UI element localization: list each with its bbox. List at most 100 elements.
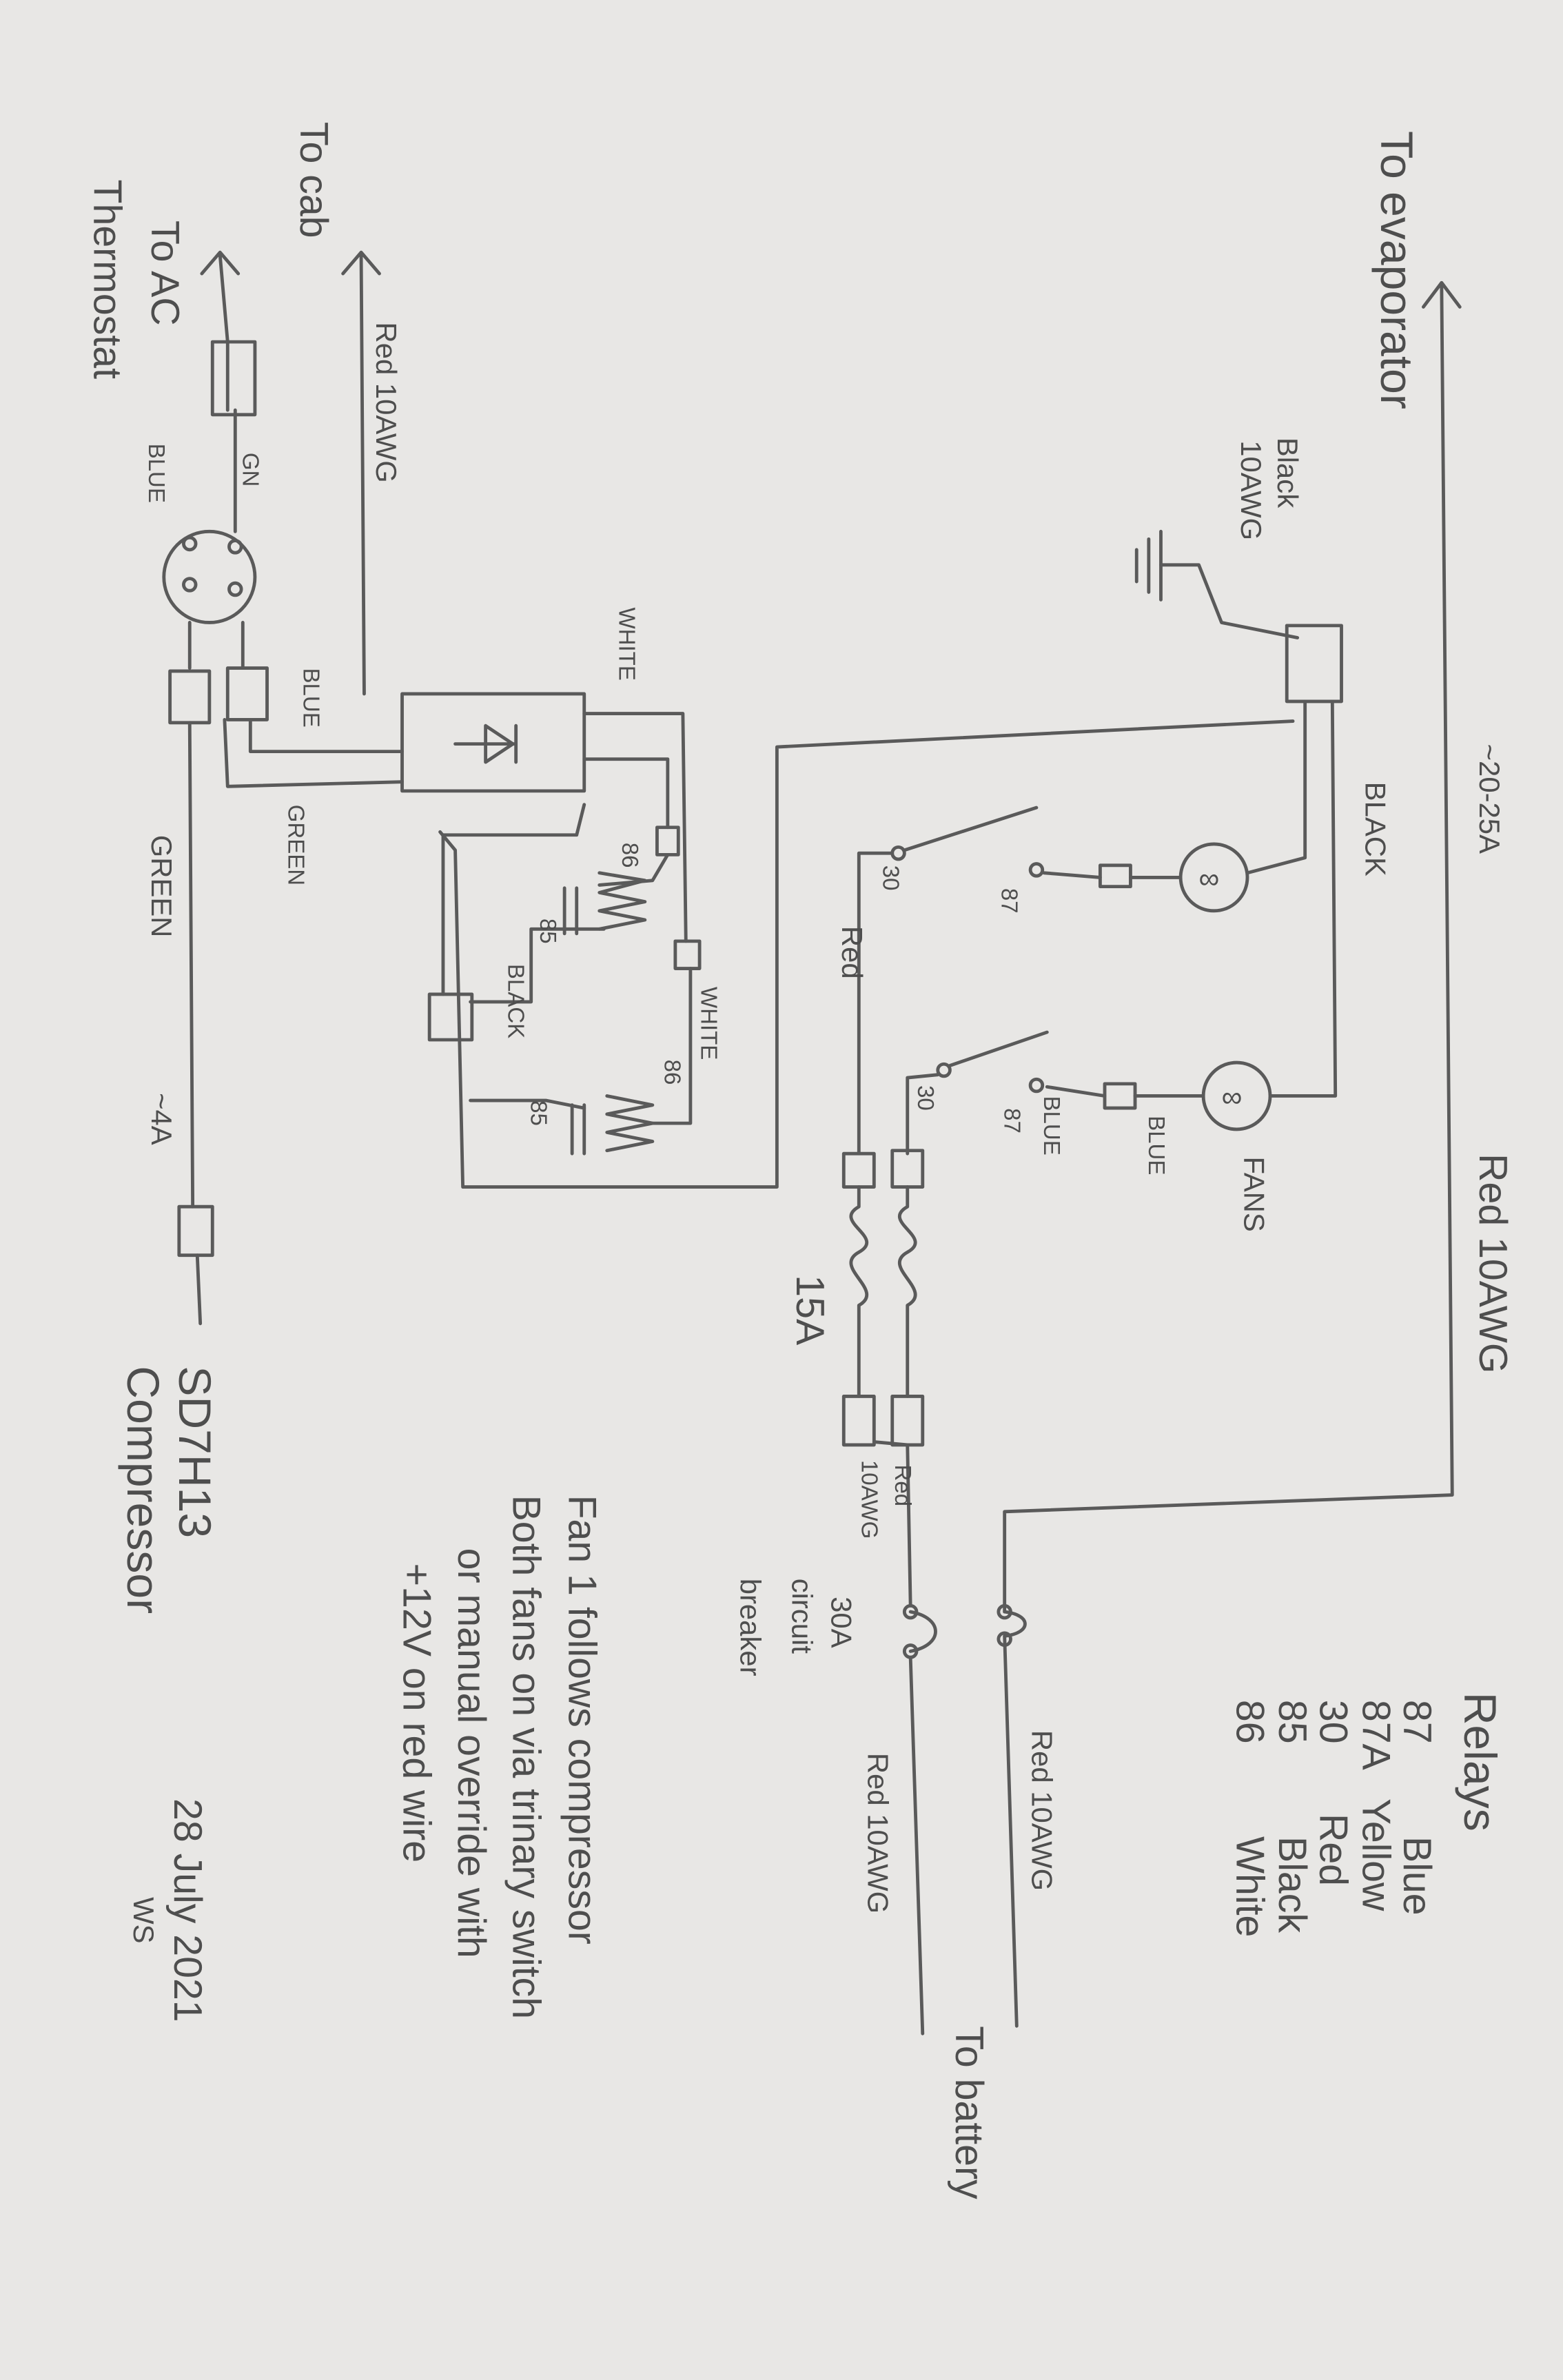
fan1-black-wire xyxy=(1245,699,1307,875)
relay2-30-terminal xyxy=(936,1062,952,1078)
relay-red-label: Red xyxy=(836,926,868,979)
breaker-feed-wire xyxy=(872,1440,912,1608)
compressor-label: Compressor xyxy=(118,1366,169,1614)
ground-wire xyxy=(1159,563,1300,639)
thermostat-wire xyxy=(218,254,237,533)
battery-fuse-link xyxy=(1003,1610,1027,1638)
black-label: BLACK xyxy=(1360,782,1392,876)
legend-pin: 87 xyxy=(1395,1700,1439,1744)
thermostat-connector xyxy=(210,340,257,417)
cab-arrow-icon xyxy=(341,250,381,276)
relay2-87-terminal xyxy=(1028,1077,1045,1094)
fan2-connector xyxy=(1103,1082,1137,1110)
fuse-15a-2-icon xyxy=(897,1185,917,1398)
trinary-terminal xyxy=(182,535,198,552)
wires: ∞ ∞ xyxy=(162,250,1462,2035)
fans-label: FANS xyxy=(1238,1157,1271,1232)
to-evaporator-label: To evaporator xyxy=(1371,131,1422,409)
fan-blue-label-2: BLUE xyxy=(1039,1096,1065,1155)
breaker-awg-label: 10AWG xyxy=(857,1460,883,1539)
legend-pin: 30 xyxy=(1311,1700,1356,1744)
diode-icon xyxy=(453,724,518,764)
cab-red-label: Red 10AWG xyxy=(370,322,402,482)
pin-85a-label: 85 xyxy=(535,919,561,944)
note-line-2: Both fans on via trinary switch xyxy=(504,1495,548,2020)
white-wires xyxy=(582,712,688,943)
battery-red-wire xyxy=(908,1655,925,2035)
fan-1-symbol: ∞ xyxy=(1199,862,1220,894)
fuse-15a-1-icon xyxy=(849,1185,869,1398)
trinary-leads xyxy=(187,621,245,670)
legend-row: 86 White xyxy=(1228,1700,1272,1938)
legend-row: 85 Black xyxy=(1270,1700,1314,1933)
breaker-rating-label: 30A xyxy=(826,1597,858,1648)
black-return-wire xyxy=(438,719,1295,1189)
compressor-lead xyxy=(195,1253,203,1326)
coil-black-label: BLACK xyxy=(504,964,529,1038)
legend-color: White xyxy=(1228,1836,1272,1937)
trinary-switch-icon xyxy=(162,529,257,624)
breaker-breaker-label: breaker xyxy=(735,1579,767,1676)
legend-row: 87A Yellow xyxy=(1353,1700,1398,1911)
note-line-4: +12V on red wire xyxy=(395,1563,439,1863)
legend-pin: 86 xyxy=(1228,1700,1272,1744)
green-label-1: GREEN xyxy=(283,805,309,885)
legend-color: Red xyxy=(1311,1814,1356,1886)
legend-row: 30 Red xyxy=(1311,1700,1356,1886)
notes: Fan 1 follows compressor Both fans on vi… xyxy=(395,1495,604,2020)
legend-color: Yellow xyxy=(1353,1798,1398,1911)
relay2-30-label: 30 xyxy=(913,1085,939,1111)
black-coil-wires xyxy=(441,803,606,1110)
fuse-15a-label: 15A xyxy=(788,1275,832,1346)
fan-2-symbol: ∞ xyxy=(1222,1080,1243,1113)
pin-86a-label: 86 xyxy=(617,843,643,868)
evap-red-label: Red 10AWG xyxy=(1471,1153,1515,1373)
relay2-red-wire xyxy=(906,1073,940,1156)
compressor-current-label: ~4A xyxy=(145,1093,178,1145)
fuse-terminal xyxy=(997,1631,1012,1648)
relay1-contact xyxy=(902,806,1039,852)
fan-blue-label-1: BLUE xyxy=(1144,1116,1169,1175)
evap-current-label: ~20-25A xyxy=(1473,744,1506,854)
legend-pin: 87A xyxy=(1353,1700,1398,1771)
fan2-black-wire xyxy=(1269,699,1338,1098)
breaker-circuit-label: circuit xyxy=(786,1579,818,1654)
fan1-blue-wire xyxy=(1042,871,1183,879)
to-ac-label: To AC xyxy=(143,220,187,326)
to-cab-label: To cab xyxy=(292,122,336,238)
coil-feed-wires xyxy=(597,852,693,1125)
relay2-86-connector xyxy=(673,939,702,970)
relay1-87-terminal xyxy=(1028,862,1045,878)
relay1-coil-icon xyxy=(562,871,647,936)
legend-pin: 85 xyxy=(1270,1700,1314,1744)
legend-row: 87 Blue xyxy=(1395,1700,1439,1916)
ground-awg-label: 10AWG xyxy=(1235,440,1267,540)
pin-86b-label: 86 xyxy=(660,1060,685,1085)
compressor-green-wire xyxy=(187,721,195,1209)
blue-green-wires xyxy=(223,717,404,788)
thermo-blue-label: BLUE xyxy=(144,444,170,503)
date-text: 28 July 2021 xyxy=(165,1798,210,2022)
evaporator-arrow-icon xyxy=(1421,280,1462,309)
thermostat-arrow-icon xyxy=(200,250,241,276)
initials-text: WS xyxy=(127,1897,160,1943)
fuse-terminal xyxy=(997,1603,1012,1620)
relay-legend: Relays 87 Blue 87A Yellow 30 Red 85 Blac… xyxy=(1228,1692,1506,1938)
relay1-red-wire xyxy=(857,851,895,1156)
evaporator-red-wire xyxy=(1003,284,1454,2028)
note-line-3: or manual override with xyxy=(449,1548,493,1958)
ground-connector xyxy=(1285,624,1343,704)
breaker-red-label: Red xyxy=(890,1465,916,1507)
note-line-1: Fan 1 follows compressor xyxy=(560,1495,604,1945)
legend-color: Blue xyxy=(1395,1836,1439,1916)
ground-black-label: Black xyxy=(1271,438,1304,508)
trinary-terminal xyxy=(227,539,243,555)
fuse1-connector xyxy=(841,1395,876,1447)
fan2-blue-wire xyxy=(1045,1085,1205,1098)
relay2-87-label: 87 xyxy=(1000,1108,1025,1133)
battery-red-label-1: Red 10AWG xyxy=(1025,1730,1058,1891)
circuit-breaker-icon xyxy=(908,1610,937,1653)
legend-title: Relays xyxy=(1455,1692,1506,1832)
